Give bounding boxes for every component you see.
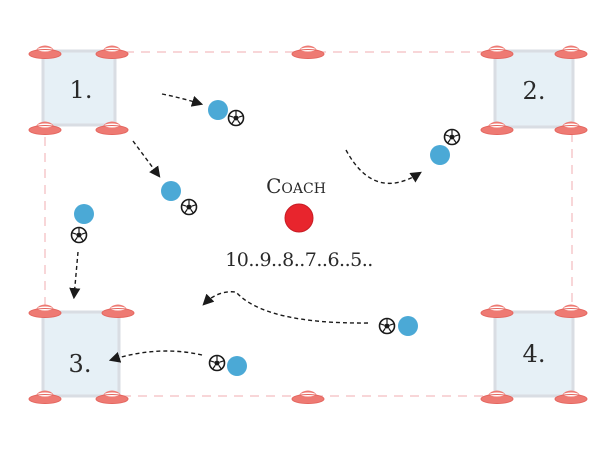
soccer-ball-icon	[443, 128, 461, 146]
soccer-ball-icon	[208, 354, 226, 372]
movement-arrow	[108, 350, 203, 363]
zone-3: 3.	[41, 310, 121, 398]
soccer-ball-icon	[70, 226, 88, 244]
soccer-ball-icon	[227, 109, 245, 127]
movement-arrow	[345, 149, 422, 185]
player-icon	[161, 181, 181, 201]
movement-arrow	[132, 140, 161, 178]
cone-icon	[480, 45, 514, 59]
zone-2-label: 2.	[523, 77, 546, 105]
zone-3-label: 3.	[69, 350, 92, 378]
zone-1-label: 1.	[70, 76, 93, 104]
cone-icon	[554, 45, 588, 59]
player-icon	[227, 356, 247, 376]
cone-icon	[28, 304, 62, 318]
zone-2: 2.	[493, 49, 575, 129]
soccer-ball-icon	[180, 198, 198, 216]
player-icon	[398, 316, 418, 336]
zone-1: 1.	[41, 49, 117, 127]
player-icon	[74, 204, 94, 224]
countdown-text: 10..9..8..7..6..5..	[225, 249, 373, 271]
movement-arrow	[161, 93, 204, 107]
cone-icon	[95, 45, 129, 59]
cone-icon	[101, 304, 135, 318]
zone-4-label: 4.	[523, 340, 546, 368]
movement-arrow	[69, 251, 81, 300]
zone-4: 4.	[493, 310, 575, 398]
cone-icon	[480, 304, 514, 318]
player-icon	[430, 145, 450, 165]
player-icon	[208, 100, 228, 120]
cone-icon	[291, 390, 325, 404]
cone-icon	[291, 45, 325, 59]
coach-icon	[284, 203, 314, 233]
cone-icon	[554, 304, 588, 318]
cone-icon	[28, 45, 62, 59]
soccer-ball-icon	[378, 317, 396, 335]
movement-arrow	[202, 291, 369, 324]
coach-label: Coach	[266, 174, 326, 198]
